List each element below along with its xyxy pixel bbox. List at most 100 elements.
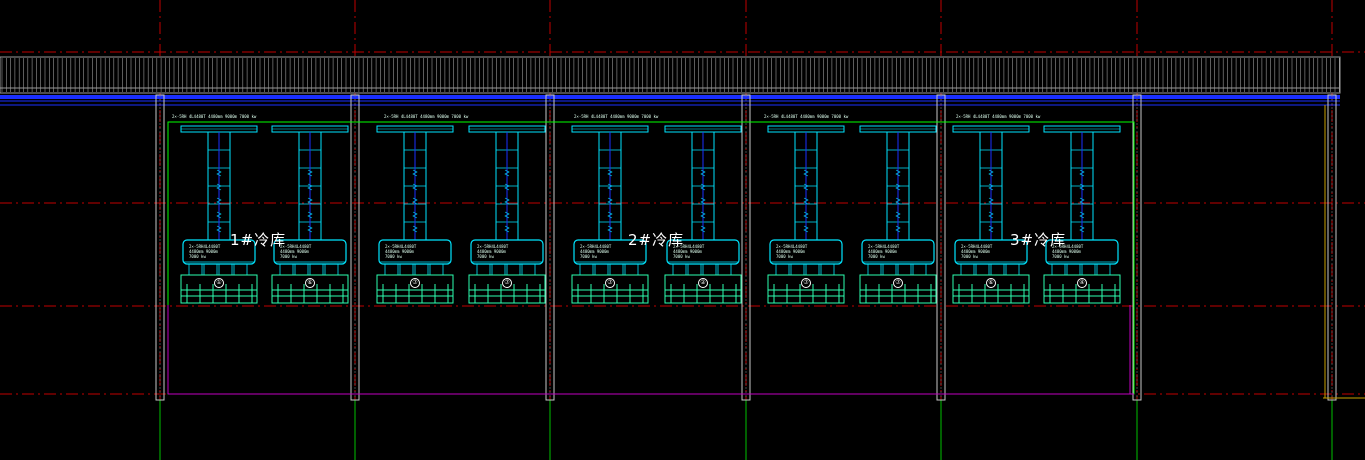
column-spring bbox=[607, 169, 613, 177]
drum-cell bbox=[702, 263, 717, 276]
unit-spec-text: 4480mm 9000m bbox=[961, 249, 990, 254]
column-spring bbox=[700, 225, 706, 233]
unit-tag: ④ bbox=[1077, 278, 1087, 288]
column-spring bbox=[1079, 183, 1085, 191]
evaporator-unit bbox=[271, 125, 349, 304]
unit-spec-text: 4480mm 9000m bbox=[1052, 249, 1081, 254]
drum-cell bbox=[805, 263, 820, 276]
evaporator-unit bbox=[767, 125, 845, 304]
drum-cell bbox=[775, 263, 790, 276]
room-label: 1#冷库 bbox=[230, 231, 287, 249]
drum-cell bbox=[687, 263, 702, 276]
drum-cell bbox=[506, 263, 521, 276]
column-spring bbox=[216, 197, 222, 205]
evaporator-unit bbox=[952, 125, 1030, 304]
unit-spec-text: 7000 kw bbox=[868, 254, 885, 259]
column-spring bbox=[895, 225, 901, 233]
unit-spec-text: 4480mm 9000m bbox=[776, 249, 805, 254]
column-spring bbox=[895, 183, 901, 191]
column-spring bbox=[607, 183, 613, 191]
drum-cell bbox=[233, 263, 248, 276]
column-spring bbox=[700, 211, 706, 219]
room-spec-note: 2×-5RH 4L4480T 4480mm 9000m 7000 kw bbox=[764, 114, 849, 119]
unit-spec-text: 4480mm 9000m bbox=[280, 249, 309, 254]
column-spring bbox=[988, 211, 994, 219]
column-spring bbox=[307, 211, 313, 219]
unit-tag: ⑦ bbox=[605, 278, 615, 288]
drum-cell bbox=[429, 263, 444, 276]
drum-cell bbox=[717, 263, 732, 276]
room-label: 2#冷库 bbox=[628, 231, 685, 249]
column-spring bbox=[988, 225, 994, 233]
drum-cell bbox=[414, 263, 429, 276]
drum-cell bbox=[279, 263, 294, 276]
unit-spec-text: 2×-5RH4L4480T bbox=[385, 244, 417, 249]
column-spring bbox=[307, 225, 313, 233]
column-spring bbox=[504, 225, 510, 233]
unit-tag: ⑦ bbox=[893, 278, 903, 288]
column-spring bbox=[803, 197, 809, 205]
column-spring bbox=[504, 169, 510, 177]
unit-spec-text: 4480mm 9000m bbox=[385, 249, 414, 254]
column-spring bbox=[988, 183, 994, 191]
column-spring bbox=[895, 197, 901, 205]
drum-cell bbox=[324, 263, 339, 276]
drum-cell bbox=[867, 263, 882, 276]
unit-spec-text: 2×-5RH4L4480T bbox=[1052, 244, 1084, 249]
roof-band bbox=[0, 56, 1341, 94]
drum-cell bbox=[897, 263, 912, 276]
drum-cell bbox=[218, 263, 233, 276]
column-spring bbox=[803, 211, 809, 219]
unit-tag: ② bbox=[698, 278, 708, 288]
unit-spec-text: 4480mm 9000m bbox=[580, 249, 609, 254]
evaporator-unit bbox=[376, 125, 454, 304]
evaporator-unit bbox=[1043, 125, 1121, 304]
evaporator-unit bbox=[571, 125, 649, 304]
column-spring bbox=[307, 169, 313, 177]
unit-base-frame bbox=[1043, 274, 1121, 304]
drum-cell bbox=[912, 263, 927, 276]
drum-cell bbox=[384, 263, 399, 276]
drum-cell bbox=[624, 263, 639, 276]
column-spring bbox=[412, 169, 418, 177]
column-spring bbox=[803, 169, 809, 177]
drum-cell bbox=[990, 263, 1005, 276]
drum-cell bbox=[820, 263, 835, 276]
unit-tag: ⑦ bbox=[801, 278, 811, 288]
unit-tag: ⑦ bbox=[502, 278, 512, 288]
unit-spec-text: 2×-5RH4L4480T bbox=[868, 244, 900, 249]
drum-cell bbox=[579, 263, 594, 276]
drum-cell bbox=[188, 263, 203, 276]
unit-spec-text: 2×-5RH4L4480T bbox=[673, 244, 705, 249]
drum-cell bbox=[672, 263, 687, 276]
unit-spec-text: 2×-5RH4L4480T bbox=[776, 244, 808, 249]
unit-spec-text: 7000 kw bbox=[385, 254, 402, 259]
unit-spec-text: 7000 kw bbox=[280, 254, 297, 259]
column-spring bbox=[607, 225, 613, 233]
column-spring bbox=[307, 197, 313, 205]
column-spring bbox=[700, 169, 706, 177]
unit-base-frame bbox=[468, 274, 546, 304]
column-spring bbox=[988, 169, 994, 177]
column-spring bbox=[307, 183, 313, 191]
unit-base-frame bbox=[664, 274, 742, 304]
drum-cell bbox=[609, 263, 624, 276]
unit-spec-text: 2×-5RH4L4480T bbox=[961, 244, 993, 249]
unit-spec-text: 4480mm 9000m bbox=[673, 249, 702, 254]
unit-tag: ⑦ bbox=[410, 278, 420, 288]
column-spring bbox=[803, 183, 809, 191]
drum-cell bbox=[203, 263, 218, 276]
column-spring bbox=[504, 211, 510, 219]
room-outline-layer bbox=[167, 121, 1135, 395]
drum-cell bbox=[294, 263, 309, 276]
drum-cell bbox=[1081, 263, 1096, 276]
unit-base-frame bbox=[859, 274, 937, 304]
drum-cell bbox=[882, 263, 897, 276]
column-spring bbox=[1079, 169, 1085, 177]
drum-cell bbox=[1066, 263, 1081, 276]
drum-cell bbox=[1051, 263, 1066, 276]
column-spring bbox=[216, 169, 222, 177]
unit-tag: ① bbox=[214, 278, 224, 288]
column-spring bbox=[607, 197, 613, 205]
drum-cell bbox=[521, 263, 536, 276]
